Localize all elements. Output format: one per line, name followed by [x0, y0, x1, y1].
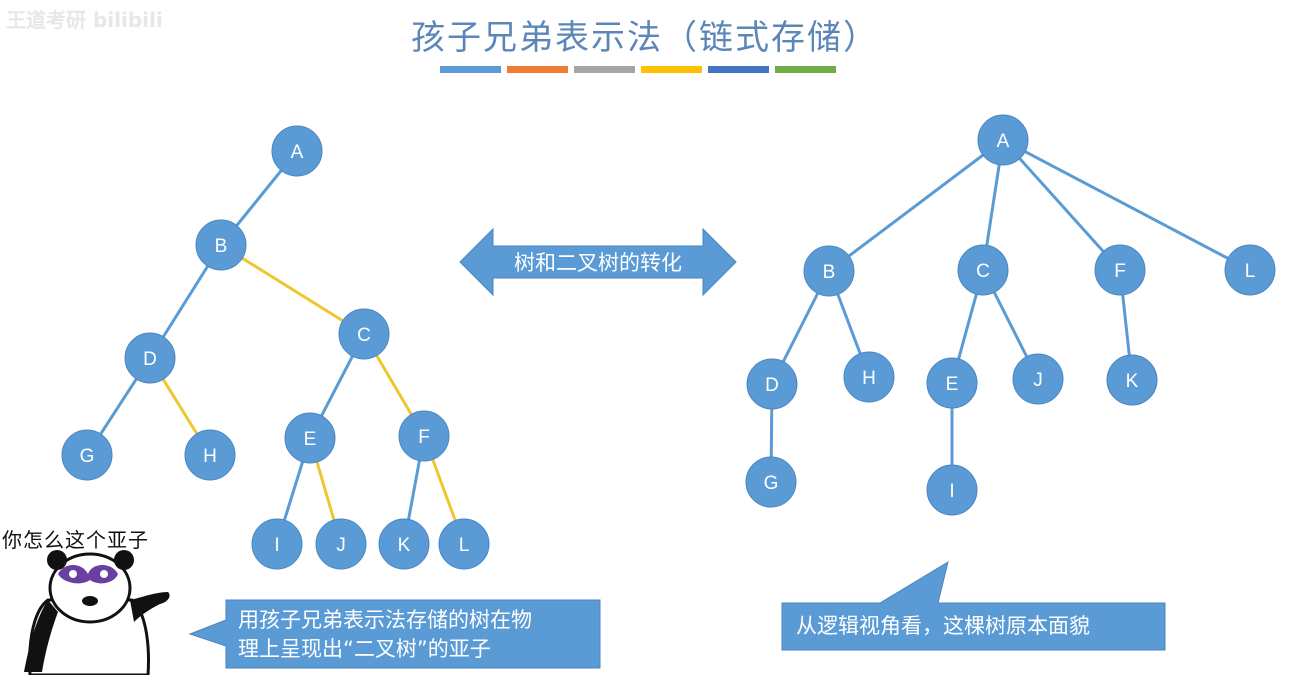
- right-tree-node-circle: [926, 464, 978, 516]
- left-tree-node-e: E: [284, 412, 336, 464]
- right-tree-node-label: F: [1114, 261, 1126, 282]
- left-tree-node-label: F: [418, 427, 430, 448]
- left-tree-node-label: J: [336, 535, 346, 556]
- left-tree-node-label: I: [274, 535, 279, 556]
- left-tree-node-c: C: [338, 308, 390, 360]
- left-tree-node-f: F: [398, 410, 450, 462]
- arrow-label: 树和二叉树的转化: [514, 251, 682, 275]
- page-title: 孩子兄弟表示法（链式存储）: [411, 18, 879, 58]
- right-tree-edges: [769, 138, 1251, 490]
- right-tree-child-edge-a-l: [1002, 138, 1251, 272]
- right-tree-node-label: K: [1126, 371, 1139, 392]
- left-tree-node-label: E: [304, 429, 317, 450]
- right-tree-node-a: A: [977, 114, 1029, 166]
- right-tree-node-circle: [1094, 244, 1146, 296]
- left-tree-node-label: A: [291, 142, 304, 163]
- right-tree-node-label: H: [862, 368, 876, 389]
- right-tree-node-label: C: [976, 261, 990, 282]
- right-tree-node-circle: [957, 244, 1009, 296]
- right-tree-node-label: I: [949, 481, 954, 502]
- right-tree-node-label: A: [997, 131, 1010, 152]
- left-tree-node-h: H: [184, 429, 236, 481]
- left-tree-node-label: K: [398, 535, 411, 556]
- right-tree-node-circle: [926, 357, 978, 409]
- panda-meme-image: [24, 550, 170, 675]
- left-tree-nodes: A B C D H G E F I J K L: [61, 125, 490, 570]
- left-tree-node-label: G: [80, 446, 95, 467]
- left-tree-node-a: A: [271, 125, 323, 177]
- left-tree-node-circle: [284, 412, 336, 464]
- left-tree-node-label: C: [357, 325, 371, 346]
- right-tree-node-label: L: [1245, 261, 1256, 282]
- right-tree-child-edge-a-f: [1001, 138, 1122, 272]
- right-tree-node-e: E: [926, 357, 978, 409]
- left-tree-node-circle: [438, 518, 490, 570]
- left-tree-node-circle: [251, 518, 303, 570]
- right-tree-node-label: D: [765, 375, 779, 396]
- left-callout-text: 用孩子兄弟表示法存储的树在物 理上呈现出“二叉树”的亚子: [238, 606, 532, 664]
- right-tree-node-label: B: [823, 262, 836, 283]
- left-callout-bubble: [188, 599, 601, 669]
- right-tree-nodes: A B C F L D H E J K G I: [745, 114, 1276, 516]
- right-callout-text: 从逻辑视角看，这棵树原本面貌: [796, 614, 1090, 638]
- left-tree-node-l: L: [438, 518, 490, 570]
- right-tree-node-circle: [977, 114, 1029, 166]
- left-tree-node-circle: [315, 518, 367, 570]
- left-tree-node-circle: [61, 429, 113, 481]
- right-tree-node-circle: [746, 358, 798, 410]
- color-bar-segment: [440, 66, 501, 73]
- right-tree-node-circle: [1012, 353, 1064, 405]
- left-tree-sibling-edge-b-c: [220, 243, 365, 336]
- right-tree-node-label: G: [764, 473, 779, 494]
- left-tree-node-circle: [398, 410, 450, 462]
- color-bar-segment: [641, 66, 702, 73]
- right-callout-bubble: [781, 560, 1166, 651]
- right-tree-child-edge-a-b: [828, 138, 1004, 273]
- right-tree-node-circle: [1224, 244, 1276, 296]
- right-tree-node-k: K: [1106, 354, 1158, 406]
- left-tree-node-k: K: [378, 518, 430, 570]
- left-tree-node-label: D: [143, 349, 157, 370]
- right-tree-node-g: G: [745, 456, 797, 508]
- left-tree-node-g: G: [61, 429, 113, 481]
- right-tree-node-circle: [1106, 354, 1158, 406]
- left-tree-node-circle: [378, 518, 430, 570]
- right-tree-node-i: I: [926, 464, 978, 516]
- left-tree-node-i: I: [251, 518, 303, 570]
- color-bar-segment: [507, 66, 568, 73]
- color-bar-segment: [708, 66, 769, 73]
- left-tree-node-circle: [195, 219, 247, 271]
- left-tree-node-d: D: [124, 332, 176, 384]
- right-tree-node-j: J: [1012, 353, 1064, 405]
- left-tree-node-circle: [338, 308, 390, 360]
- double-arrow: [459, 227, 737, 297]
- left-tree-node-j: J: [315, 518, 367, 570]
- left-tree-node-circle: [124, 332, 176, 384]
- left-callout-line-2: 理上呈现出“二叉树”的亚子: [238, 637, 491, 661]
- right-tree-node-c: C: [957, 244, 1009, 296]
- right-tree-node-b: B: [803, 245, 855, 297]
- color-bar: [440, 66, 836, 73]
- left-tree-node-b: B: [195, 219, 247, 271]
- left-tree-node-circle: [271, 125, 323, 177]
- left-callout-line-1: 用孩子兄弟表示法存储的树在物: [238, 608, 532, 632]
- right-tree-node-circle: [745, 456, 797, 508]
- right-tree-node-label: E: [946, 374, 959, 395]
- right-tree-node-f: F: [1094, 244, 1146, 296]
- right-tree-node-circle: [803, 245, 855, 297]
- left-tree-node-label: H: [203, 446, 217, 467]
- watermark: 王道考研 bilibili: [6, 8, 163, 32]
- color-bar-segment: [574, 66, 635, 73]
- meme-caption: 你怎么这个亚子: [2, 528, 149, 552]
- left-tree-node-label: L: [459, 535, 470, 556]
- right-tree-node-d: D: [746, 358, 798, 410]
- right-tree-node-l: L: [1224, 244, 1276, 296]
- left-tree-node-circle: [184, 429, 236, 481]
- right-tree-node-h: H: [843, 351, 895, 403]
- right-tree-node-label: J: [1033, 370, 1043, 391]
- left-tree-node-label: B: [215, 236, 228, 257]
- right-tree-node-circle: [843, 351, 895, 403]
- color-bar-segment: [775, 66, 836, 73]
